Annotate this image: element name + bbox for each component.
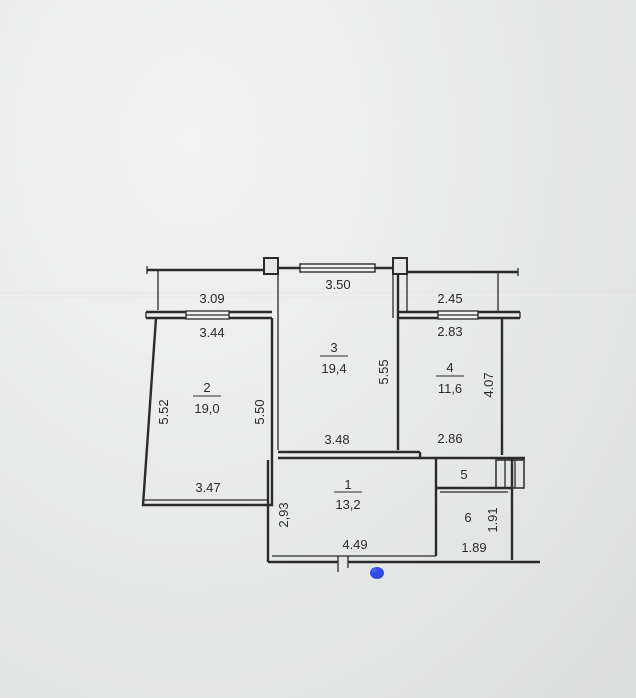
dimension-labels: 3.09 3.44 5.52 5.50 3.47 3.50 5.55 3.48 … bbox=[156, 277, 500, 555]
dim-room4-height: 4.07 bbox=[481, 372, 496, 397]
room-2-number: 2 bbox=[203, 380, 210, 395]
dim-room6-width: 1.89 bbox=[461, 540, 486, 555]
room-1-number: 1 bbox=[344, 477, 351, 492]
room-4-number: 4 bbox=[446, 360, 453, 375]
dim-room2-width-top: 3.44 bbox=[199, 325, 224, 340]
dim-room2-height-right: 5.50 bbox=[252, 399, 267, 424]
room-2-area: 19,0 bbox=[194, 401, 219, 416]
room-1-area: 13,2 bbox=[335, 497, 360, 512]
room-labels: 1 13,2 2 19,0 3 19,4 4 11,6 5 6 bbox=[193, 340, 472, 525]
dim-room6-height: 1.91 bbox=[485, 507, 500, 532]
wall-pier bbox=[392, 257, 408, 275]
dim-room3-height: 5.55 bbox=[376, 359, 391, 384]
room-4-area: 11,6 bbox=[438, 381, 462, 396]
dim-room4-width-top: 2.83 bbox=[437, 324, 462, 339]
dim-room3-width-bottom: 3.48 bbox=[324, 432, 349, 447]
room-3-area: 19,4 bbox=[321, 361, 346, 376]
room-5-number: 5 bbox=[460, 467, 467, 482]
dim-room1-height: 2,93 bbox=[276, 502, 291, 527]
pen-mark bbox=[370, 567, 384, 579]
dim-room1-width: 4.49 bbox=[342, 537, 367, 552]
dim-room4-width-bottom: 2.86 bbox=[437, 431, 462, 446]
shaft bbox=[495, 459, 525, 489]
room-6-number: 6 bbox=[464, 510, 471, 525]
paper-crease bbox=[0, 292, 636, 298]
dim-room2-height-left: 5.52 bbox=[156, 399, 171, 424]
dim-room3-width-top: 3.50 bbox=[325, 277, 350, 292]
dim-balcony-right-width: 2.45 bbox=[437, 291, 462, 306]
walls bbox=[141, 257, 540, 572]
room-2-walls bbox=[141, 317, 274, 507]
dim-room2-width-bottom: 3.47 bbox=[195, 480, 220, 495]
room-3-number: 3 bbox=[330, 340, 337, 355]
dim-balcony-left-width: 3.09 bbox=[199, 291, 224, 306]
wall-pier bbox=[263, 257, 279, 275]
